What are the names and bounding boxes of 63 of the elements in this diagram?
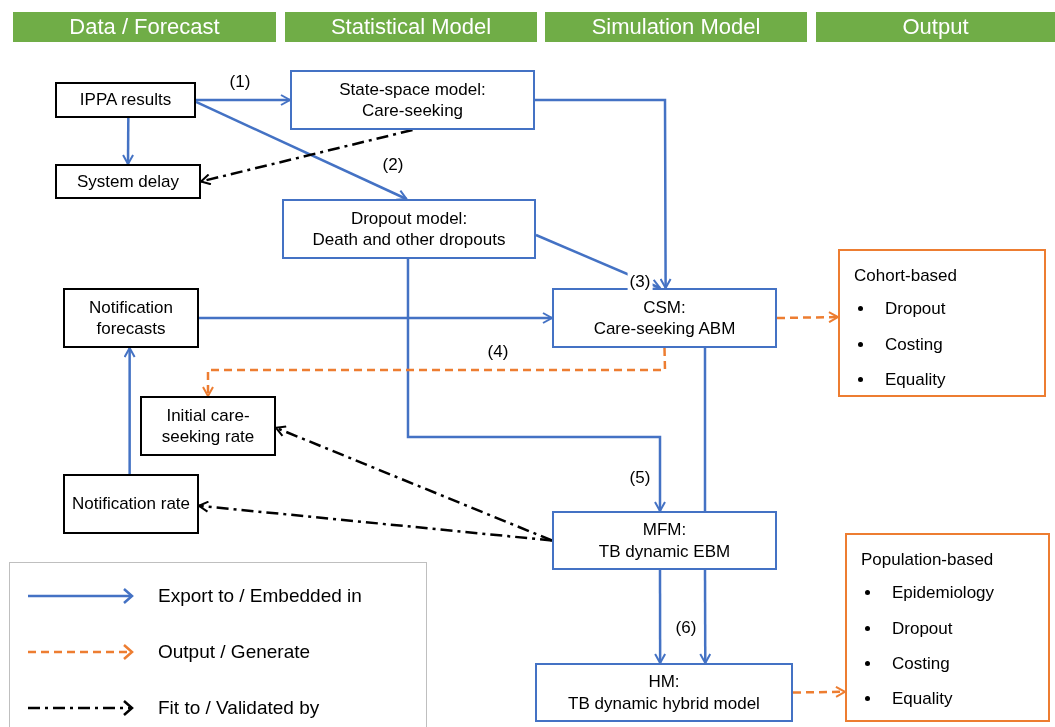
node-label: System delay	[76, 170, 179, 193]
arrow	[535, 98, 672, 289]
arrow	[699, 570, 712, 664]
output-item: Dropout	[892, 617, 953, 639]
node-label: Notification rate	[71, 493, 191, 515]
arrow	[195, 100, 408, 201]
edge-label: (6)	[673, 618, 699, 638]
arrow	[122, 118, 135, 165]
dashed-arrow	[202, 347, 667, 397]
output-heading: Population-based	[861, 549, 994, 571]
edge-label: (5)	[627, 468, 653, 488]
node-label: Initial care-seeking rate	[160, 404, 256, 448]
data-box	[63, 288, 199, 348]
column-title: Data / Forecast	[69, 13, 220, 41]
node-label: State-space model: Care-seeking	[339, 78, 486, 122]
data-box	[55, 164, 201, 199]
output-item: Equality	[892, 688, 953, 710]
column-header-band	[545, 12, 807, 42]
node-label: HM: TB dynamic hybrid model	[568, 671, 760, 714]
dashed-arrow	[198, 500, 553, 542]
column-header-band	[816, 12, 1055, 42]
node-label: Notification forecasts	[87, 296, 175, 340]
output-box	[845, 533, 1050, 722]
node-label: CSM: Care-seeking ABM	[593, 296, 736, 340]
dashed-arrow	[275, 425, 553, 542]
legend-label: Output / Generate	[158, 641, 311, 663]
data-box	[63, 474, 199, 534]
model-box	[290, 70, 535, 130]
data-box	[55, 82, 196, 118]
output-item: Epidemiology	[892, 582, 995, 604]
node-label: Dropout model: Death and other dropouts	[312, 207, 506, 251]
arrow	[199, 312, 553, 324]
model-box	[282, 199, 536, 259]
output-heading: Cohort-based	[854, 265, 957, 287]
column-title: Output	[902, 13, 969, 41]
column-header-band	[13, 12, 276, 42]
arrow	[654, 570, 667, 664]
legend-label: Fit to / Validated by	[158, 697, 320, 719]
arrow	[123, 347, 136, 474]
dashed-arrow	[793, 685, 846, 698]
arrow	[196, 94, 291, 106]
output-box	[838, 249, 1046, 397]
output-item: Costing	[885, 333, 943, 355]
data-box	[140, 396, 276, 456]
model-box	[552, 288, 777, 348]
edge-label: (4)	[485, 342, 511, 362]
edge-label: (1)	[227, 72, 253, 92]
column-header-band	[285, 12, 537, 42]
dashed-arrow	[200, 128, 413, 186]
dashed-arrow	[777, 311, 839, 324]
column-title: Simulation Model	[591, 13, 761, 41]
node-label: IPPA results	[79, 89, 172, 111]
output-item: Dropout	[885, 298, 946, 320]
edge-label: (2)	[380, 155, 406, 175]
node-label: MFM: TB dynamic EBM	[598, 519, 731, 562]
legend-label: Export to / Embedded in	[158, 585, 362, 607]
output-item: Costing	[892, 652, 950, 674]
edge-label: (3)	[627, 272, 653, 292]
arrow	[406, 259, 666, 512]
output-item: Equality	[885, 368, 946, 390]
model-box	[535, 663, 793, 722]
column-title: Statistical Model	[330, 13, 492, 41]
model-box	[552, 511, 777, 570]
